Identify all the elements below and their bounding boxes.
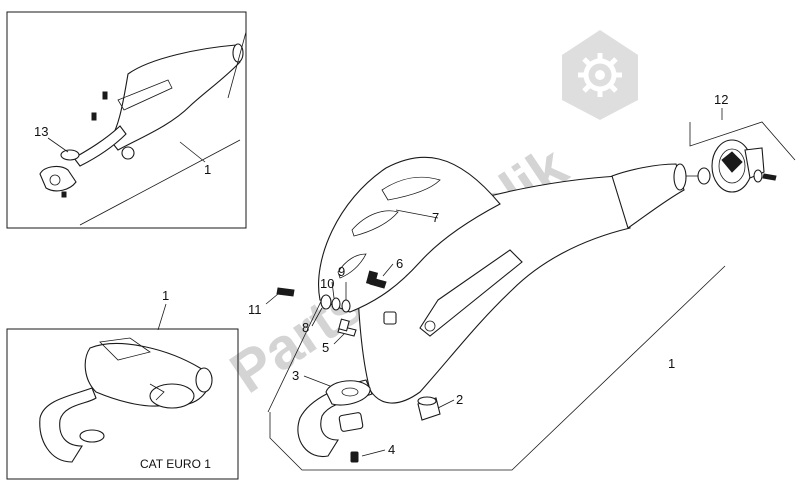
callout-6: 6	[396, 256, 403, 271]
callout-1-inset-top: 1	[204, 162, 211, 177]
inset-top-left: 13 1	[6, 11, 247, 229]
heat-shield	[318, 156, 501, 313]
callout-11: 11	[248, 302, 262, 317]
callout-13: 13	[34, 124, 48, 139]
support-bracket	[419, 249, 523, 337]
washer-8	[320, 294, 332, 310]
callout-5: 5	[322, 340, 329, 355]
inset-top-muffler	[109, 44, 241, 151]
hardware-cluster	[276, 270, 397, 337]
gear-icon	[562, 30, 638, 120]
exhaust-gasket	[325, 380, 371, 406]
flange-bolt	[350, 451, 359, 463]
main-assembly: 1 2 3 4 5 6 7 8 9 10 11 12	[248, 92, 796, 471]
muffler-tail	[611, 163, 685, 229]
bolt-11	[276, 287, 295, 297]
inset-top-outlet	[232, 43, 244, 63]
inset-bottom-header-pipe	[39, 387, 97, 463]
inset-bottom-frame	[6, 328, 239, 480]
inset-bottom-caption: CAT EURO 1	[140, 457, 211, 471]
callout-4: 4	[388, 442, 395, 457]
callout-10: 10	[320, 276, 334, 291]
callout-12: 12	[714, 92, 728, 107]
inset-bottom-left: 1 CAT EURO 1	[6, 288, 239, 480]
end-cap-assembly	[689, 121, 796, 193]
callout-7: 7	[432, 210, 439, 225]
washer-10	[341, 299, 351, 313]
inset-top-manifold	[39, 165, 77, 192]
callout-2: 2	[456, 392, 463, 407]
washer-9	[331, 297, 341, 311]
callout-9: 9	[338, 264, 345, 279]
rubber-grommet	[417, 396, 441, 421]
callout-1-main: 1	[668, 356, 675, 371]
inset-top-frame	[6, 11, 247, 229]
callout-8: 8	[302, 320, 309, 335]
callout-3: 3	[292, 368, 299, 383]
callout-1-inset-bottom: 1	[162, 288, 169, 303]
inset-top-header-pipe	[73, 125, 127, 167]
inset-top-bracket	[117, 79, 173, 111]
